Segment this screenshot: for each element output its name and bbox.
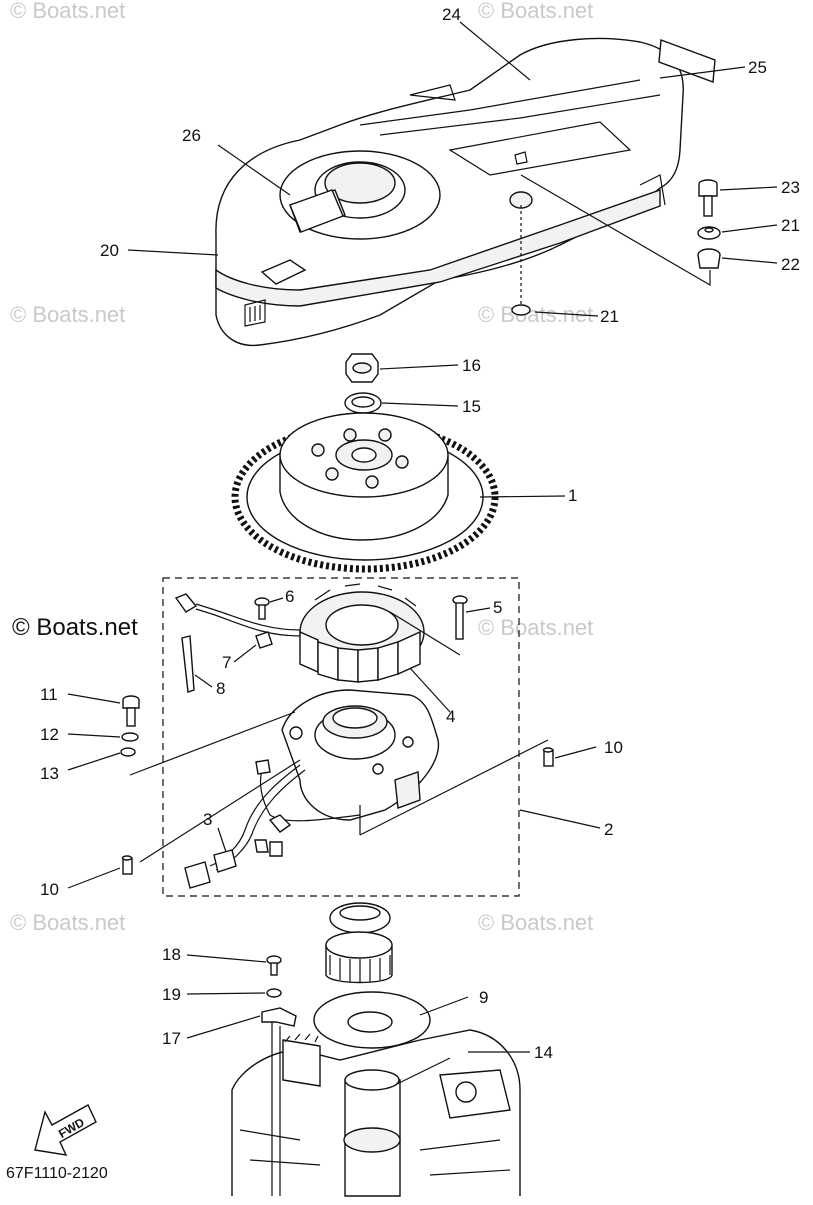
callout-10-right: 10 (604, 738, 623, 757)
plate-part-9 (313, 991, 431, 1049)
callout-14: 14 (534, 1043, 553, 1062)
callout-26: 26 (182, 126, 201, 145)
callout-13: 13 (40, 764, 59, 783)
callout-1: 1 (568, 486, 577, 505)
screw-part-18 (266, 955, 282, 976)
washer-part-13 (120, 747, 136, 757)
bolt-part-23 (698, 179, 718, 217)
collar-part-21-upper (697, 226, 721, 240)
collar-part-21-lower (511, 304, 531, 316)
watermark: © Boats.net (10, 0, 125, 23)
callout-21-lower: 21 (600, 307, 619, 326)
grommet-part-22 (697, 248, 721, 269)
label-part-26 (289, 189, 344, 233)
dowel-part-10-right (542, 747, 554, 767)
callout-4: 4 (446, 707, 455, 726)
callout-20: 20 (100, 241, 119, 260)
callout-24: 24 (442, 5, 461, 24)
callout-15: 15 (462, 397, 481, 416)
watermark: © Boats.net (478, 0, 593, 23)
callout-12: 12 (40, 725, 59, 744)
washer-part-12 (121, 732, 139, 742)
assembly-group-box (162, 577, 520, 897)
washer-part-15 (344, 392, 382, 414)
stator-part-4 (299, 583, 425, 683)
callout-25: 25 (748, 58, 767, 77)
engine-block (231, 1029, 521, 1197)
flywheel-part-1 (231, 412, 499, 573)
callout-5: 5 (493, 598, 502, 617)
watermark: © Boats.net (478, 615, 593, 640)
bracket-part-17 (261, 1007, 297, 1027)
callout-22: 22 (781, 255, 800, 274)
callout-8: 8 (216, 679, 225, 698)
sleeve-ring (329, 902, 391, 934)
watermark: © Boats.net (478, 910, 593, 935)
callout-7: 7 (222, 653, 231, 672)
watermark-main: © Boats.net (12, 614, 138, 641)
flywheel-cover (215, 37, 684, 347)
leader-lines (67, 21, 778, 1196)
callout-21-upper: 21 (781, 216, 800, 235)
callout-2: 2 (604, 820, 613, 839)
base-plate-part-2 (281, 689, 440, 821)
sleeve-gear (325, 931, 393, 984)
callout-17: 17 (162, 1029, 181, 1048)
callout-9: 9 (479, 988, 488, 1007)
stator-lead (174, 593, 301, 649)
callout-19: 19 (162, 985, 181, 1004)
callout-11: 11 (40, 685, 58, 704)
callout-10-left: 10 (40, 880, 59, 899)
strap-part-8 (181, 635, 195, 693)
screw-part-6 (254, 597, 270, 620)
harness-part-3 (184, 759, 361, 889)
callout-6: 6 (285, 587, 294, 606)
watermark: © Boats.net (10, 910, 125, 935)
nut-part-16 (345, 353, 379, 383)
callout-23: 23 (781, 178, 800, 197)
callout-16: 16 (462, 356, 481, 375)
callout-3: 3 (203, 810, 212, 829)
callout-18: 18 (162, 945, 181, 964)
dowel-part-10-left (121, 855, 133, 875)
fwd-arrow-icon: FWD (34, 1104, 97, 1156)
watermark: © Boats.net (10, 302, 125, 327)
washer-part-19 (266, 988, 282, 998)
label-part-25 (658, 39, 716, 83)
screw-part-5 (452, 595, 468, 640)
bolt-part-11 (122, 695, 140, 727)
diagram-code: 67F1110-2120 (6, 1165, 108, 1182)
